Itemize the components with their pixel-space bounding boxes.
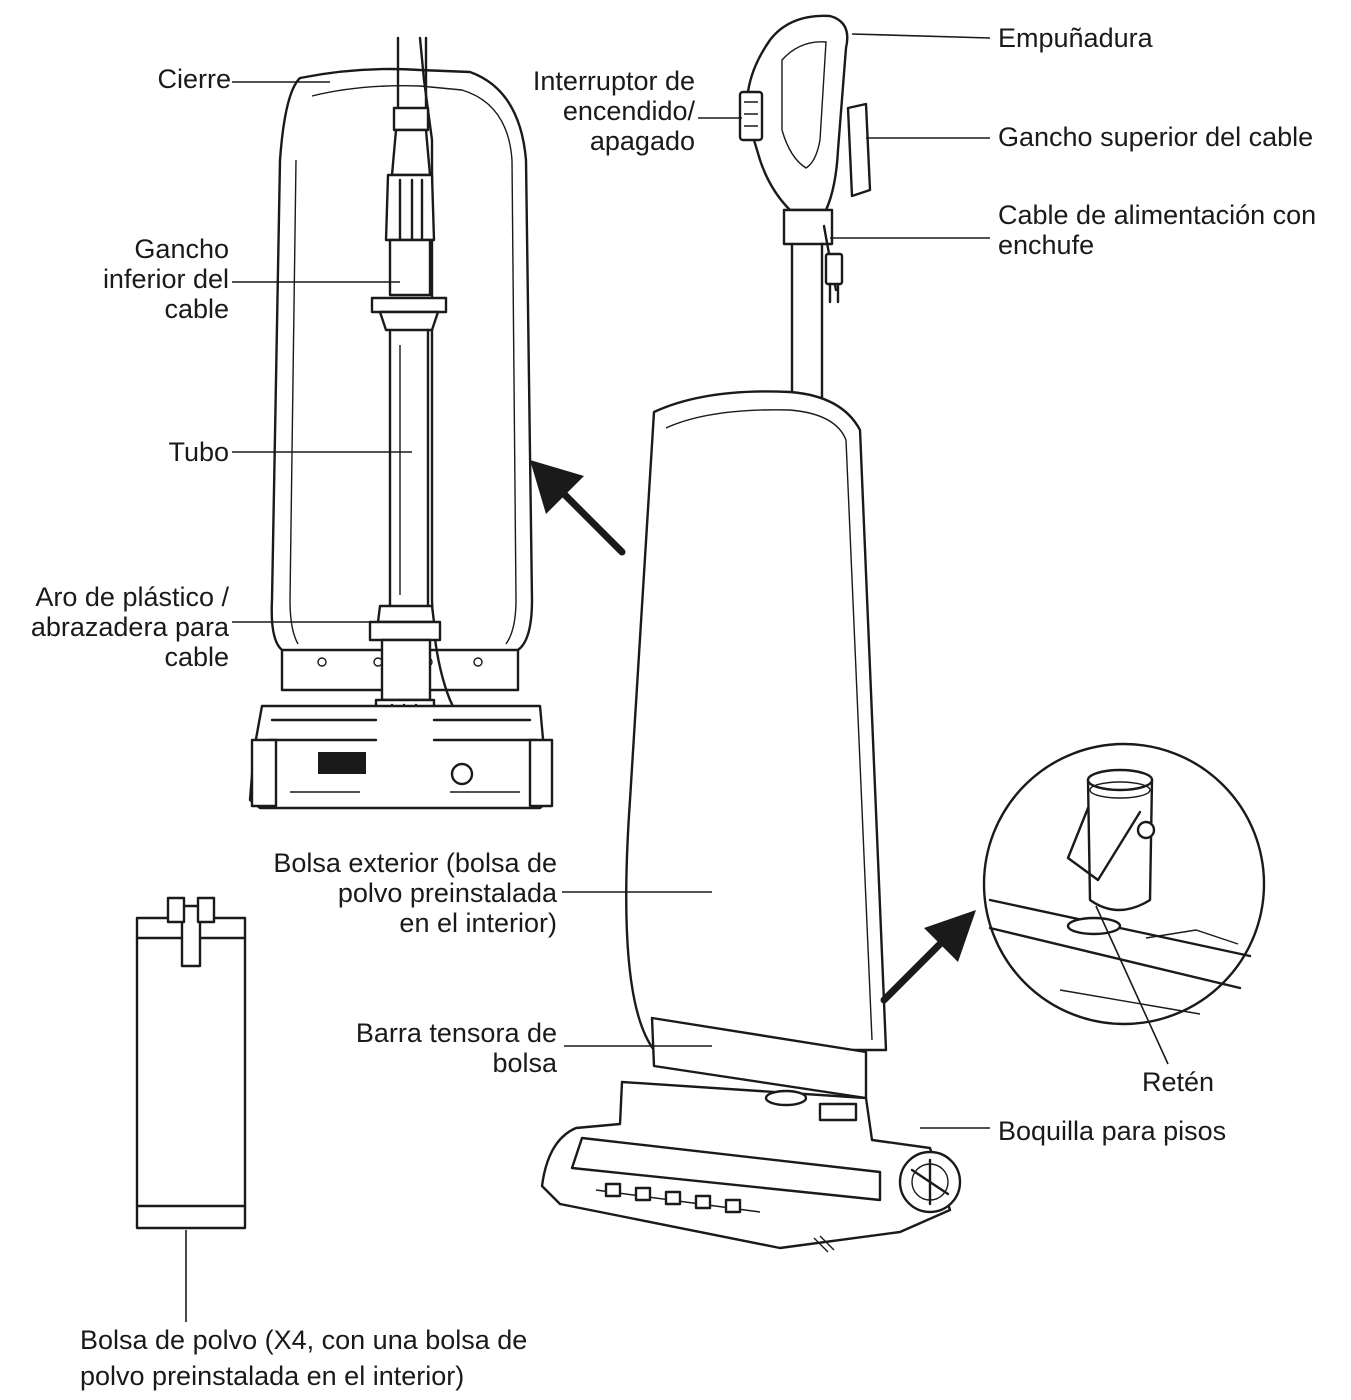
retainer-detail-illustration [982, 742, 1266, 1026]
label-dust-bag: Bolsa de polvo (X4, con una bolsa de pol… [80, 1325, 528, 1391]
label-closure: Cierre [157, 64, 231, 94]
label-handle-grip: Empuñadura [998, 23, 1153, 53]
label-retainer: Retén [1142, 1067, 1215, 1097]
label-power-switch: Interruptor de encendido/ apagado [532, 66, 695, 156]
label-outer-bag: Bolsa exterior (bolsa de polvo preinstal… [273, 848, 557, 938]
assembled-vacuum-illustration [540, 14, 962, 1253]
label-upper-cord-hook: Gancho superior del cable [998, 122, 1314, 152]
dust-bag-illustration [135, 896, 247, 1230]
label-power-cord-plug: Cable de alimentación con enchufe [998, 200, 1317, 260]
label-plastic-ring-clamp: Aro de plástico / abrazadera para cable [30, 582, 229, 672]
label-floor-nozzle: Boquilla para pisos [998, 1116, 1227, 1146]
label-lower-cord-hook: Gancho inferior del cable [102, 234, 229, 324]
label-tube: Tubo [168, 437, 229, 467]
leader-lines [185, 33, 1169, 1322]
open-vacuum-illustration [248, 36, 554, 810]
open-bag-arrow [530, 460, 626, 556]
label-bag-tensioner-bar: Barra tensora de bolsa [355, 1018, 557, 1078]
detail-arrow [880, 910, 976, 1004]
